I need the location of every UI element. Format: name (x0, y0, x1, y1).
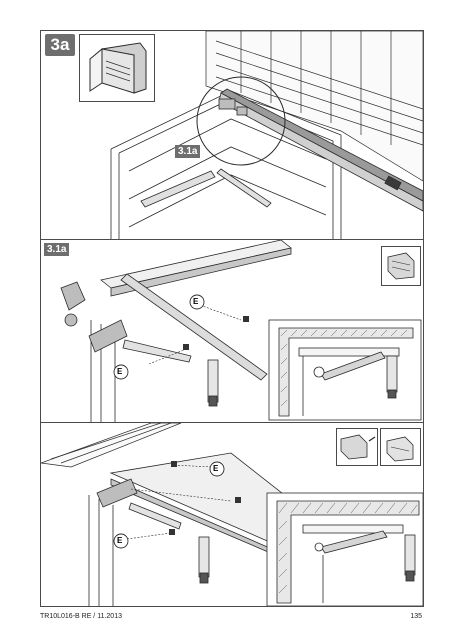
rail (100, 240, 292, 381)
panel-step-3-1a-variant-1: 3.1a (40, 239, 424, 423)
footer-page-number: 135 (410, 613, 422, 620)
detail-cross-section (268, 319, 422, 421)
brick-wall (205, 31, 423, 182)
step-label-3-1a: 3.1a (44, 243, 70, 256)
inset-bracket-icon-b (380, 428, 421, 466)
bracket-icon-b (386, 436, 414, 462)
step-label-3a: 3a (45, 34, 75, 56)
callout-e-lower-bottom: E (117, 536, 123, 545)
callout-e-lower: E (117, 367, 123, 376)
inset-bracket-icon-a (336, 428, 378, 466)
brick-wall-bottom (41, 423, 182, 468)
inset-rail-profile (79, 34, 155, 102)
rail-profile-illustration (89, 42, 147, 94)
callouts-e-middle (113, 294, 249, 380)
detail-magnifier (196, 76, 286, 166)
overhead-rail-installation-drawing (110, 31, 423, 239)
inset-bracket-icon (381, 246, 421, 286)
sub-step-label-3-1a: 3.1a (175, 145, 201, 158)
panel-step-3a: 3a (40, 30, 424, 240)
detail-cross-section-bottom (266, 492, 423, 606)
bracket-assembly (60, 281, 192, 363)
overhead-rail (218, 88, 423, 212)
bracket-icon-a (340, 434, 376, 460)
footer-document-id: TR10L016-B RE / 11.2013 (40, 613, 122, 620)
callout-e-upper-bottom: E (213, 464, 219, 473)
rail-bracket-mounting-drawing-1 (60, 240, 422, 422)
rail-bracket-mounting-drawing-2 (41, 423, 423, 606)
bracket-icon (387, 252, 415, 280)
panel-step-3-1a-variant-2: E E (40, 422, 424, 607)
callout-e-upper: E (193, 297, 199, 306)
